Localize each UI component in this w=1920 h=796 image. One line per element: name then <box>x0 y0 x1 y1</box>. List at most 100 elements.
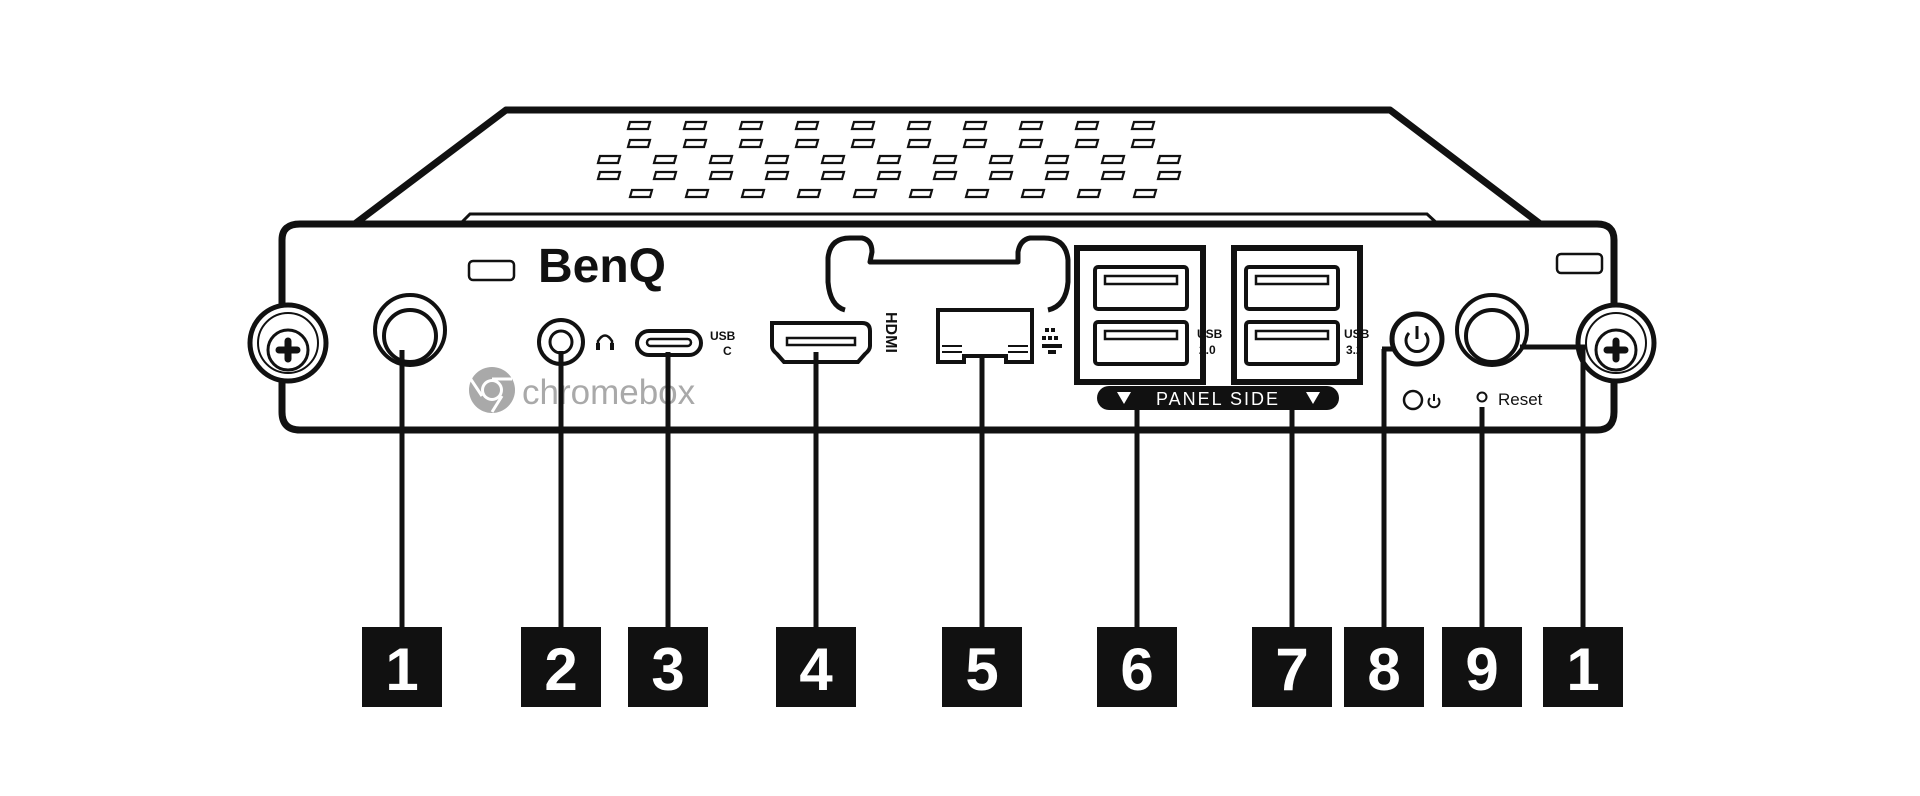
vent-slot <box>764 170 790 181</box>
vent-slot <box>876 170 902 181</box>
callout-number: 9 <box>1465 636 1498 703</box>
callout-box <box>1442 627 1522 707</box>
usb-2-0-label-line1: USB <box>1197 327 1223 341</box>
vent-slot <box>1156 170 1182 181</box>
vent-slot <box>906 138 932 149</box>
callout-4: 4 <box>776 627 856 707</box>
callout-6: 6 <box>1097 627 1177 707</box>
usb-c-label-line2: C <box>723 344 732 358</box>
callout-number: 8 <box>1367 636 1400 703</box>
callout-number: 7 <box>1275 636 1308 703</box>
callout-number: 1 <box>385 636 418 703</box>
pull-handle <box>825 235 1071 313</box>
headphone-icon <box>596 334 614 350</box>
callout-7: 7 <box>1252 627 1332 707</box>
vent-slot <box>962 138 988 149</box>
callout-5: 5 <box>942 627 1022 707</box>
callout-box <box>628 627 708 707</box>
ethernet-icon <box>1042 328 1062 354</box>
chrome-logo-icon <box>468 367 515 413</box>
callout-8: 8 <box>1344 627 1424 707</box>
vent-slot <box>1018 138 1044 149</box>
arrow-down-icon <box>1306 392 1320 404</box>
vent-slot <box>626 120 652 131</box>
top-housing <box>349 106 1546 229</box>
vent-slot <box>1130 120 1156 131</box>
vent-slot <box>684 188 710 199</box>
vent-slot <box>1130 138 1156 149</box>
vent-slot <box>850 120 876 131</box>
vent-slot <box>682 138 708 149</box>
vent-slot <box>738 138 764 149</box>
vent-slot <box>1044 170 1070 181</box>
vent-slot <box>988 154 1014 165</box>
vent-slot <box>1074 138 1100 149</box>
callout-1: 1 <box>1543 627 1623 707</box>
vent-slot <box>652 170 678 181</box>
mounting-screw-right <box>1575 302 1657 384</box>
vent-slot <box>1044 154 1070 165</box>
vent-slot <box>596 170 622 181</box>
callout-number: 4 <box>799 636 833 703</box>
vent-slot <box>740 188 766 199</box>
callout-number: 1 <box>1566 636 1599 703</box>
callout-number: 5 <box>965 636 998 703</box>
callout-3: 3 <box>628 627 708 707</box>
reset-label: Reset <box>1498 390 1543 409</box>
callout-box <box>362 627 442 707</box>
vent-slot <box>596 154 622 165</box>
callout-box <box>1543 627 1623 707</box>
callout-1: 1 <box>362 627 442 707</box>
vent-slot <box>852 188 878 199</box>
vent-slot <box>1132 188 1158 199</box>
reset-pinhole <box>1476 391 1488 403</box>
vent-slot <box>932 154 958 165</box>
vent-slot <box>652 154 678 165</box>
power-icon <box>1427 394 1441 409</box>
usb-c-port <box>635 329 703 357</box>
vent-slot <box>962 120 988 131</box>
usb-2-0-label-line2: 2.0 <box>1199 343 1216 357</box>
vent-slot <box>876 154 902 165</box>
usb-c-label-line1: USB <box>710 329 736 343</box>
hdmi-port <box>770 321 872 364</box>
indicator-slot-left <box>467 259 516 282</box>
callout-number: 2 <box>544 636 577 703</box>
vent-grid <box>596 120 1182 199</box>
vent-slot <box>1074 120 1100 131</box>
vent-slot <box>988 170 1014 181</box>
vent-slot <box>850 138 876 149</box>
mounting-screw-left <box>247 302 329 384</box>
antenna-connector-left <box>373 293 447 367</box>
vent-slot <box>964 188 990 199</box>
vent-slot <box>1156 154 1182 165</box>
indicator-slot-right <box>1555 252 1604 275</box>
panel-side-band <box>1097 386 1339 410</box>
callout-9: 9 <box>1442 627 1522 707</box>
callout-number: 6 <box>1120 636 1153 703</box>
vent-slot <box>820 170 846 181</box>
brand-logo: BenQ <box>538 240 666 293</box>
arrow-down-icon <box>1117 392 1131 404</box>
callout-box <box>1344 627 1424 707</box>
callout-box <box>942 627 1022 707</box>
vent-slot <box>794 138 820 149</box>
callout-2: 2 <box>521 627 601 707</box>
usb-3-2-label-line2: 3.2 <box>1346 343 1363 357</box>
usb-2-0-ports <box>1074 245 1206 385</box>
hdmi-label: HDMI <box>882 312 899 353</box>
panel-side-label: PANEL SIDE <box>1156 389 1280 409</box>
vent-slot <box>820 154 846 165</box>
ethernet-port <box>936 308 1034 364</box>
vent-slot <box>628 188 654 199</box>
vent-slot <box>738 120 764 131</box>
callout-number: 3 <box>651 636 684 703</box>
vent-slot <box>682 120 708 131</box>
vent-slot <box>794 120 820 131</box>
vent-slot <box>708 154 734 165</box>
vent-slot <box>764 154 790 165</box>
vent-slot <box>906 120 932 131</box>
